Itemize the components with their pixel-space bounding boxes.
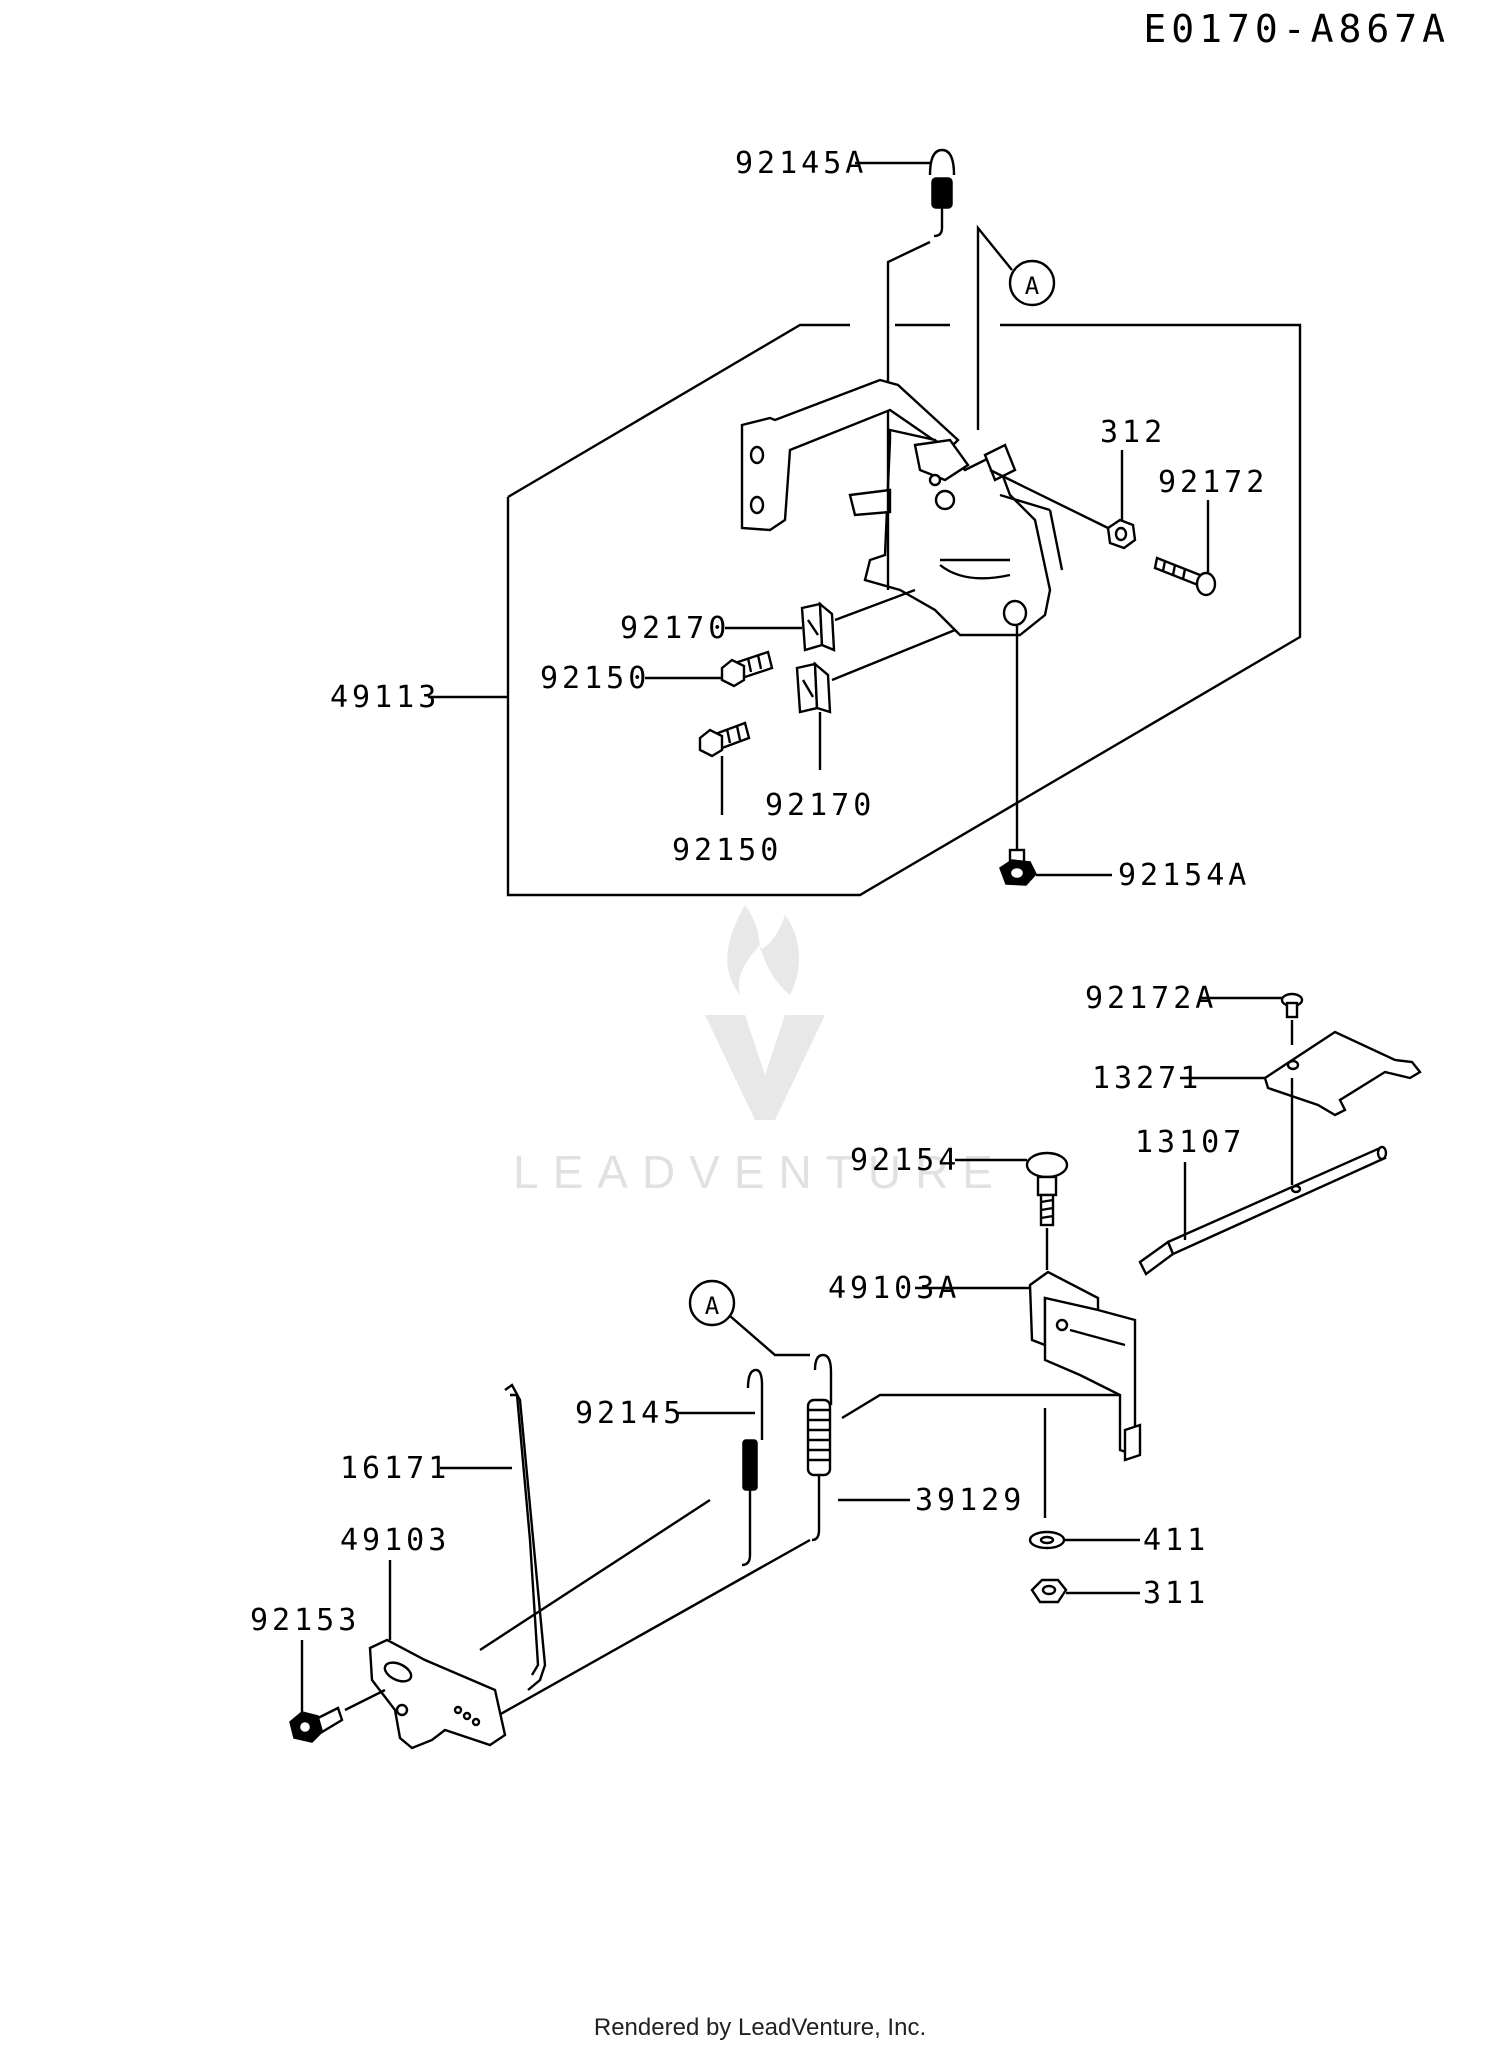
label-92150-upper: 92150 — [540, 661, 650, 696]
leader-92153-to-plate — [344, 1688, 386, 1712]
diagram-id: E0170-A867A — [1143, 7, 1450, 51]
label-16171: 16171 — [340, 1451, 450, 1486]
bolt-92150-upper — [720, 650, 774, 688]
rod-16171 — [504, 1383, 547, 1691]
label-92170-upper: 92170 — [620, 611, 730, 646]
assembly-frame-49113 — [506, 323, 1302, 897]
label-92154: 92154 — [850, 1143, 960, 1178]
callout-circle-A-lower — [688, 1279, 736, 1327]
label-92170-lower: 92170 — [765, 788, 875, 823]
lever-bracket-49103A — [1028, 1270, 1142, 1462]
nut-312 — [1106, 518, 1137, 550]
label-49103A: 49103A — [828, 1271, 960, 1306]
control-bracket — [740, 378, 1064, 637]
callout-A-lower-text: A — [705, 1292, 720, 1320]
plate-13271 — [1263, 1030, 1422, 1117]
label-311: 311 — [1143, 1576, 1209, 1611]
bolt-92150-lower — [698, 721, 751, 758]
label-13271: 13271 — [1092, 1061, 1202, 1096]
label-92154A: 92154A — [1118, 858, 1250, 893]
clip-92170-lower — [795, 661, 832, 714]
callout-A-lower-leader — [729, 1315, 810, 1357]
label-92150-lower: 92150 — [672, 833, 782, 868]
spring-92145 — [741, 1368, 764, 1567]
callout-A-upper-leader — [976, 224, 1013, 430]
bolt-92153 — [289, 1706, 344, 1743]
leader-nut-312-to-bracket — [989, 468, 1109, 530]
label-92172A: 92172A — [1085, 981, 1217, 1016]
callout-circle-A-upper — [1008, 259, 1056, 307]
watermark-text: LEADVENTURE — [513, 1146, 1007, 1198]
screw-92172A — [1280, 992, 1304, 1019]
bolt-92154A — [999, 848, 1037, 886]
spring-92145A — [928, 148, 956, 238]
label-92153: 92153 — [250, 1603, 360, 1638]
watermark-logo: LEADVENTURE — [513, 905, 1007, 1198]
bolt-92154 — [1025, 1151, 1069, 1227]
label-49103: 49103 — [340, 1523, 450, 1558]
washer-411 — [1028, 1530, 1066, 1550]
label-411: 411 — [1143, 1523, 1209, 1558]
label-92145: 92145 — [575, 1396, 685, 1431]
footer-credit: Rendered by LeadVenture, Inc. — [594, 2014, 926, 2041]
nut-311 — [1030, 1578, 1068, 1604]
leader-clip-upper-to-bracket — [834, 588, 916, 622]
clip-92170-upper — [800, 601, 836, 652]
label-312: 312 — [1100, 415, 1166, 450]
spring-39129 — [806, 1353, 833, 1542]
label-39129: 39129 — [915, 1483, 1025, 1518]
label-49113: 49113 — [330, 680, 440, 715]
alignment-lines — [479, 1393, 1120, 1722]
leader-clip-lower-to-bracket — [831, 628, 956, 682]
shaft-13107 — [1138, 1145, 1388, 1276]
callout-A-upper-text: A — [1025, 272, 1040, 300]
bolt-92172 — [1153, 556, 1217, 597]
label-92172: 92172 — [1158, 465, 1268, 500]
label-92145A: 92145A — [735, 146, 867, 181]
lever-plate-49103 — [368, 1638, 507, 1750]
label-13107: 13107 — [1135, 1125, 1245, 1160]
